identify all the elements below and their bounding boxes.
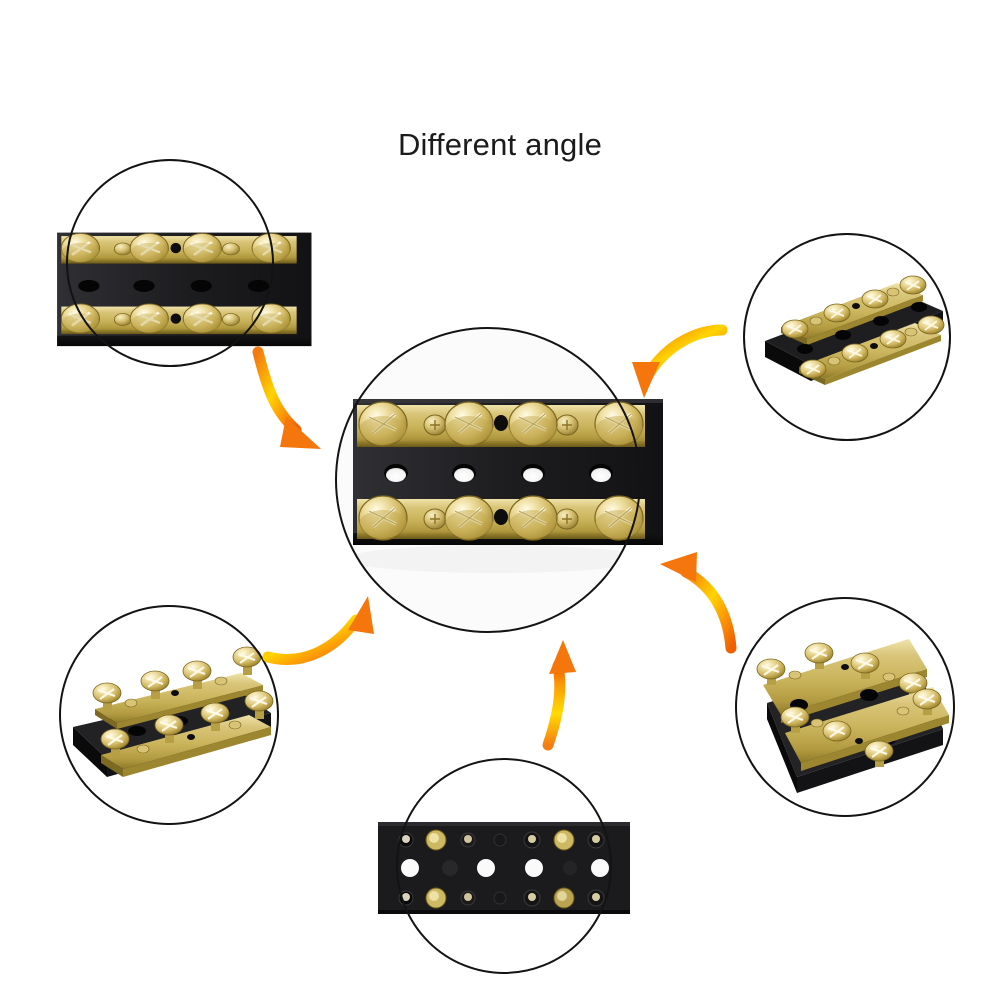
callout-top-left[interactable] bbox=[57, 159, 312, 367]
main-product-photo bbox=[335, 327, 663, 633]
arrow-from-bottom-center bbox=[542, 640, 576, 751]
callout-bottom-left[interactable] bbox=[59, 605, 279, 825]
callout-top-right-photo bbox=[743, 233, 951, 441]
callout-bottom-left-photo bbox=[59, 605, 279, 825]
callout-top-left-photo bbox=[57, 159, 312, 367]
main-product-circle[interactable] bbox=[335, 327, 663, 633]
callout-bottom-center-photo bbox=[378, 758, 630, 974]
arrow-from-top-right bbox=[632, 324, 728, 398]
arrow-from-bottom-right bbox=[660, 552, 737, 654]
page-title: Different angle bbox=[397, 127, 603, 162]
callout-bottom-right-photo bbox=[735, 597, 955, 817]
callout-top-right[interactable] bbox=[743, 233, 951, 441]
callout-bottom-center[interactable] bbox=[378, 758, 630, 974]
callout-bottom-right[interactable] bbox=[735, 597, 955, 817]
